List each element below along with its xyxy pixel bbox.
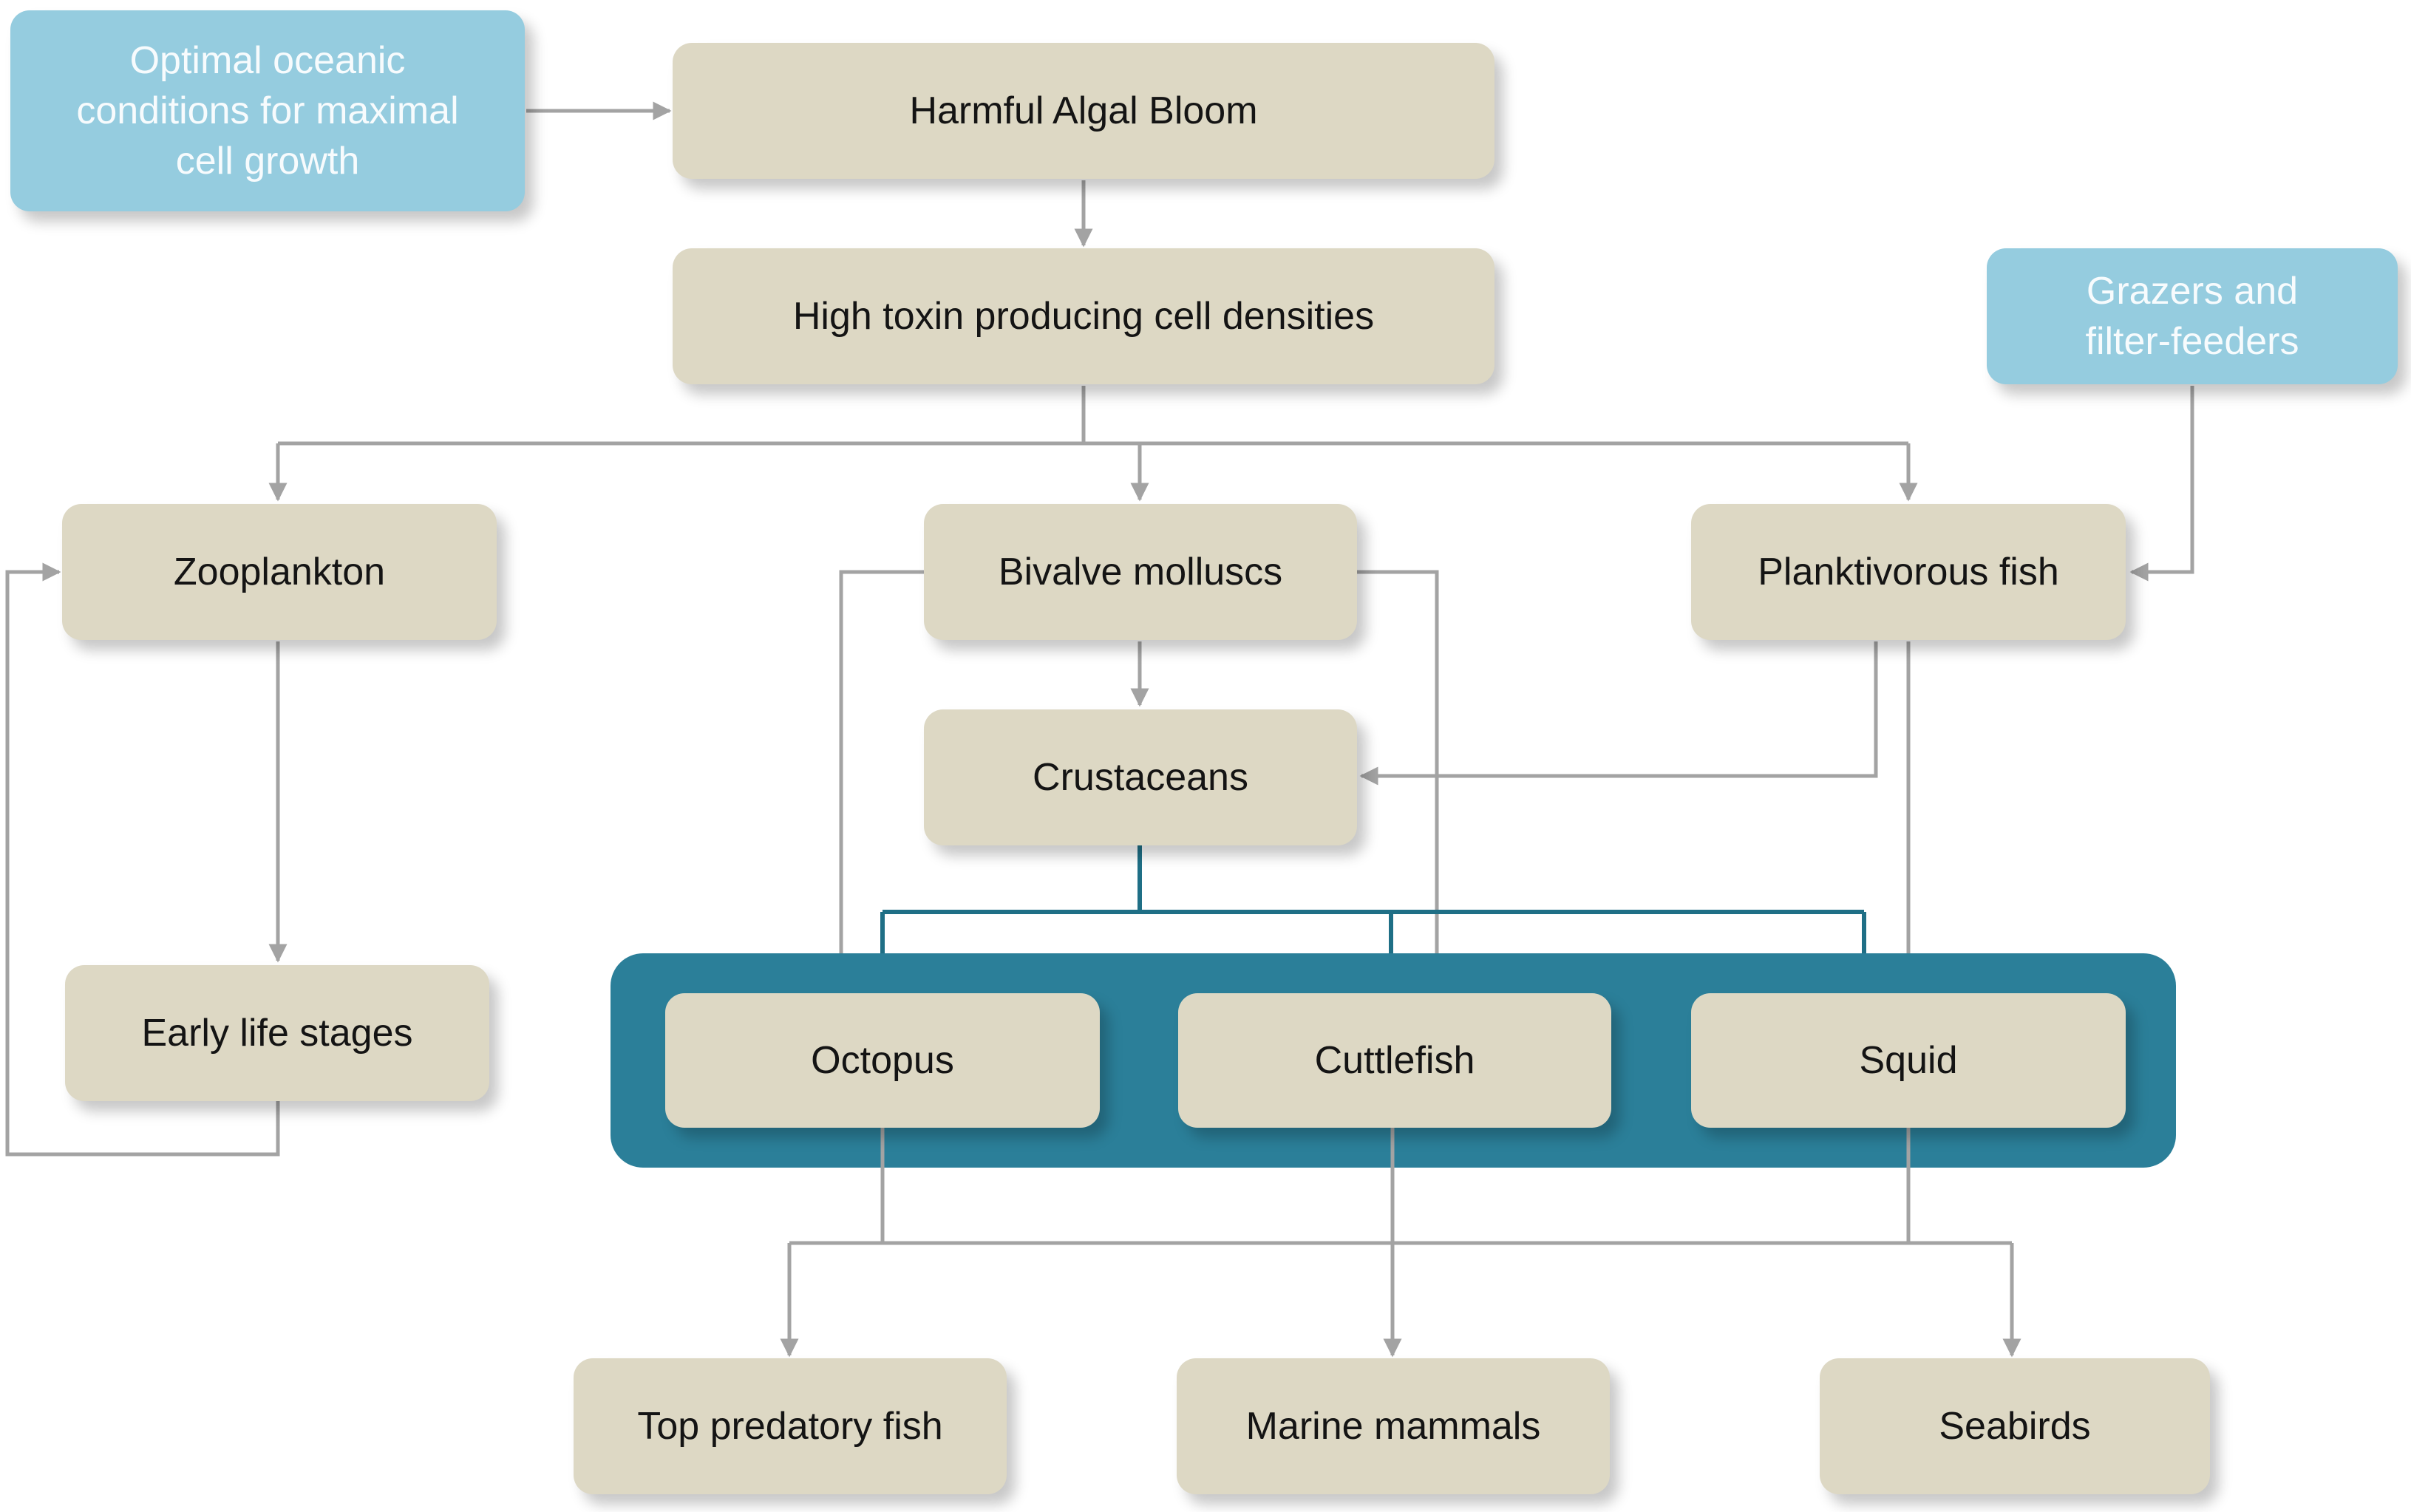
seabirds-node: Seabirds (1820, 1358, 2210, 1494)
squid-label: Squid (1859, 1039, 1958, 1082)
seabirds-label: Seabirds (1939, 1405, 2091, 1448)
line-crustaceans-split (883, 845, 1864, 914)
octopus-label: Octopus (811, 1039, 954, 1082)
marine-mammals-node: Marine mammals (1177, 1358, 1610, 1494)
planktivorous-fish-label: Planktivorous fish (1758, 551, 2059, 593)
early-life-stages-label: Early life stages (141, 1012, 413, 1055)
arrow-early-life-to-zooplankton (5, 562, 280, 1157)
crustaceans-node: Crustaceans (924, 709, 1357, 845)
bivalve-molluscs-label: Bivalve molluscs (998, 551, 1283, 593)
octopus-node: Octopus (665, 993, 1100, 1128)
marine-mammals-label: Marine mammals (1245, 1405, 1541, 1448)
planktivorous-fish-node: Planktivorous fish (1691, 504, 2126, 640)
arrow-bivalves-to-octopus (832, 570, 924, 992)
optimal-conditions-node: Optimal oceanic conditions for maximal c… (10, 10, 525, 211)
top-predatory-fish-label: Top predatory fish (637, 1405, 943, 1448)
crustaceans-label: Crustaceans (1033, 756, 1248, 799)
zooplankton-node: Zooplankton (62, 504, 497, 640)
zooplankton-label: Zooplankton (173, 551, 386, 593)
early-life-stages-node: Early life stages (65, 965, 489, 1101)
arrow-planktivorous-fish-to-crustaceans (1359, 641, 1878, 786)
line-toxin-split (278, 386, 1908, 446)
top-predatory-fish-node: Top predatory fish (574, 1358, 1007, 1494)
cuttlefish-node: Cuttlefish (1178, 993, 1611, 1128)
grazers-label: Grazers and filter-feeders (2085, 270, 2299, 363)
squid-node: Squid (1691, 993, 2126, 1128)
grazers-node: Grazers and filter-feeders (1987, 248, 2398, 384)
high-toxin-label: High toxin producing cell densities (792, 295, 1375, 338)
optimal-conditions-label: Optimal oceanic conditions for maximal c… (76, 39, 459, 183)
arrow-bivalves-to-cuttlefish (1356, 570, 1446, 992)
high-toxin-node: High toxin producing cell densities (673, 248, 1494, 384)
bivalve-molluscs-node: Bivalve molluscs (924, 504, 1357, 640)
cuttlefish-label: Cuttlefish (1314, 1039, 1475, 1082)
arrow-grazers-to-planktivorous-fish (2129, 386, 2194, 582)
harmful-algal-bloom-label: Harmful Algal Bloom (909, 89, 1258, 132)
harmful-algal-bloom-node: Harmful Algal Bloom (673, 43, 1494, 179)
